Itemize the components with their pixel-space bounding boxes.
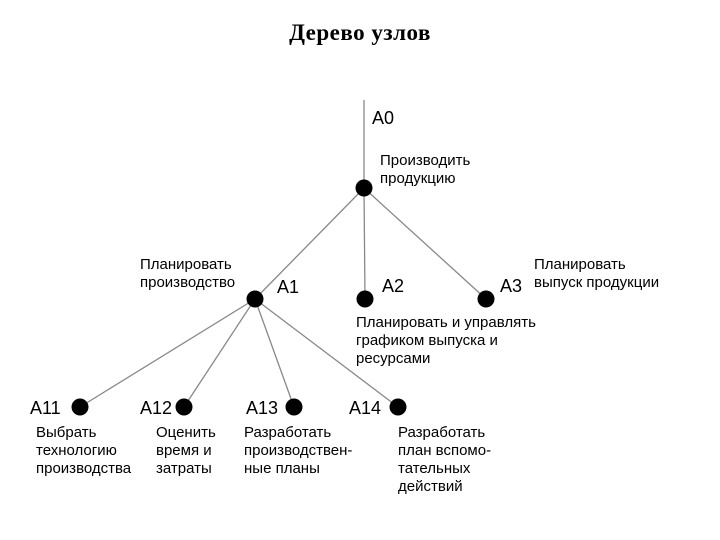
node-a13-label: Разработать производствен- ные планы <box>244 424 353 477</box>
diagram-title: Дерево узлов <box>289 20 431 45</box>
edge-a1-a11 <box>79 298 256 408</box>
node-a3-code: A3 <box>500 276 523 296</box>
node-a3-label: Планировать выпуск продукции <box>534 256 660 291</box>
edge-a1-a14 <box>254 298 399 408</box>
node-a1-code: A1 <box>277 277 300 297</box>
node-a1-label: Планировать производство <box>140 256 236 291</box>
node-a13-dot <box>285 398 303 416</box>
node-a0-label: Производить продукцию <box>380 152 471 187</box>
edge-a0-a2 <box>363 187 366 300</box>
node-a12-code: A12 <box>140 398 173 418</box>
node-a11-label: Выбрать технологию производства <box>36 424 132 477</box>
node-a2-dot <box>356 290 374 308</box>
edge-a0-a3 <box>363 187 487 300</box>
node-a14-dot <box>389 398 407 416</box>
node-a14-code: A14 <box>349 398 382 418</box>
node-a12-dot <box>175 398 193 416</box>
edge-a1-a12 <box>183 298 256 408</box>
node-a2-code: A2 <box>382 276 405 296</box>
node-a0-code: A0 <box>372 108 395 128</box>
node-a1-dot <box>246 290 264 308</box>
node-a0-dot <box>355 179 373 197</box>
node-a14-label: Разработать план вспомо- тательных дейст… <box>398 424 492 495</box>
node-a2-label: Планировать и управлять графиком выпуска… <box>356 314 536 367</box>
edge-a0-a1 <box>254 187 365 300</box>
node-a13-code: A13 <box>246 398 279 418</box>
node-a11-code: A11 <box>30 398 61 418</box>
node-a11-dot <box>71 398 89 416</box>
node-a3-dot <box>477 290 495 308</box>
node-a12-label: Оценить время и затраты <box>156 424 216 477</box>
edge-a1-a13 <box>254 298 295 408</box>
